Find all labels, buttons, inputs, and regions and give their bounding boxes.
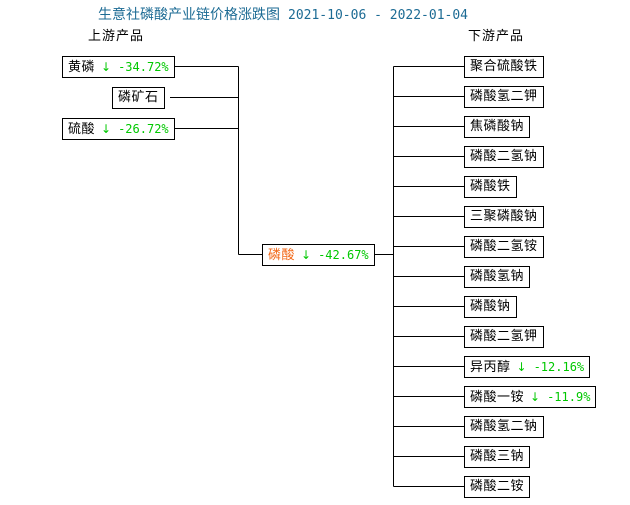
downstream-node-12-label: 磷酸氢二钠 (470, 419, 538, 434)
chart-title: 生意社磷酸产业链价格涨跌图 2021-10-06 - 2022-01-04 (98, 6, 468, 25)
upstream-node-1-label: 磷矿石 (118, 90, 159, 105)
downstream-node-6-label: 磷酸二氢铵 (470, 239, 538, 254)
downstream-node-6[interactable]: 磷酸二氢铵 (464, 236, 544, 258)
down-arrow-icon: ↓ (530, 390, 541, 404)
center-node-phosphoric-acid[interactable]: 磷酸 ↓ -42.67% (262, 244, 375, 266)
down-arrow-icon: ↓ (301, 248, 312, 262)
downstream-node-8-label: 磷酸钠 (470, 299, 511, 314)
downstream-node-11[interactable]: 磷酸一铵 ↓ -11.9% (464, 386, 597, 408)
downstream-node-9[interactable]: 磷酸二氢钾 (464, 326, 544, 348)
downstream-node-14-label: 磷酸二铵 (470, 479, 525, 494)
upstream-node-2-label: 硫酸 (68, 122, 96, 137)
down-arrow-icon: ↓ (516, 360, 527, 374)
downstream-node-10-label: 异丙醇 (470, 360, 511, 375)
down-arrow-icon: ↓ (101, 122, 112, 136)
downstream-node-0-label: 聚合硫酸铁 (470, 59, 538, 74)
upstream-node-2-change: -26.72% (118, 122, 169, 136)
upstream-node-0-change: -34.72% (118, 60, 169, 74)
downstream-node-5[interactable]: 三聚磷酸钠 (464, 206, 544, 228)
downstream-node-11-change: -11.9% (547, 390, 591, 404)
center-node-label: 磷酸 (268, 248, 296, 263)
downstream-node-11-label: 磷酸一铵 (470, 390, 525, 405)
center-node-change: -42.67% (318, 248, 369, 262)
downstream-node-14[interactable]: 磷酸二铵 (464, 476, 531, 498)
downstream-node-5-label: 三聚磷酸钠 (470, 209, 538, 224)
downstream-node-7[interactable]: 磷酸氢钠 (464, 266, 531, 288)
downstream-node-4[interactable]: 磷酸铁 (464, 176, 517, 198)
downstream-node-2[interactable]: 焦磷酸钠 (464, 116, 531, 138)
downstream-node-10-change: -12.16% (533, 360, 585, 374)
downstream-node-7-label: 磷酸氢钠 (470, 269, 525, 284)
down-arrow-icon: ↓ (101, 60, 112, 74)
upstream-node-0[interactable]: 黄磷 ↓ -34.72% (62, 56, 175, 78)
downstream-node-10[interactable]: 异丙醇 ↓ -12.16% (464, 356, 591, 378)
chart-title-date-range: 2021-10-06 - 2022-01-04 (288, 8, 469, 23)
downstream-node-2-label: 焦磷酸钠 (470, 119, 525, 134)
chart-title-main: 生意社磷酸产业链价格涨跌图 (98, 7, 280, 23)
upstream-node-2[interactable]: 硫酸 ↓ -26.72% (62, 118, 175, 140)
downstream-node-4-label: 磷酸铁 (470, 179, 511, 194)
downstream-node-13[interactable]: 磷酸三钠 (464, 446, 531, 468)
downstream-node-13-label: 磷酸三钠 (470, 449, 525, 464)
downstream-node-3-label: 磷酸二氢钠 (470, 149, 538, 164)
upstream-column-header: 上游产品 (88, 29, 145, 44)
downstream-node-9-label: 磷酸二氢钾 (470, 329, 538, 344)
downstream-node-1-label: 磷酸氢二钾 (470, 89, 538, 104)
downstream-node-3[interactable]: 磷酸二氢钠 (464, 146, 544, 168)
upstream-node-1[interactable]: 磷矿石 (112, 87, 165, 109)
downstream-node-12[interactable]: 磷酸氢二钠 (464, 416, 544, 438)
downstream-node-1[interactable]: 磷酸氢二钾 (464, 86, 544, 108)
downstream-column-header: 下游产品 (468, 29, 525, 44)
downstream-node-0[interactable]: 聚合硫酸铁 (464, 56, 544, 78)
upstream-node-0-label: 黄磷 (68, 60, 96, 75)
downstream-node-8[interactable]: 磷酸钠 (464, 296, 517, 318)
